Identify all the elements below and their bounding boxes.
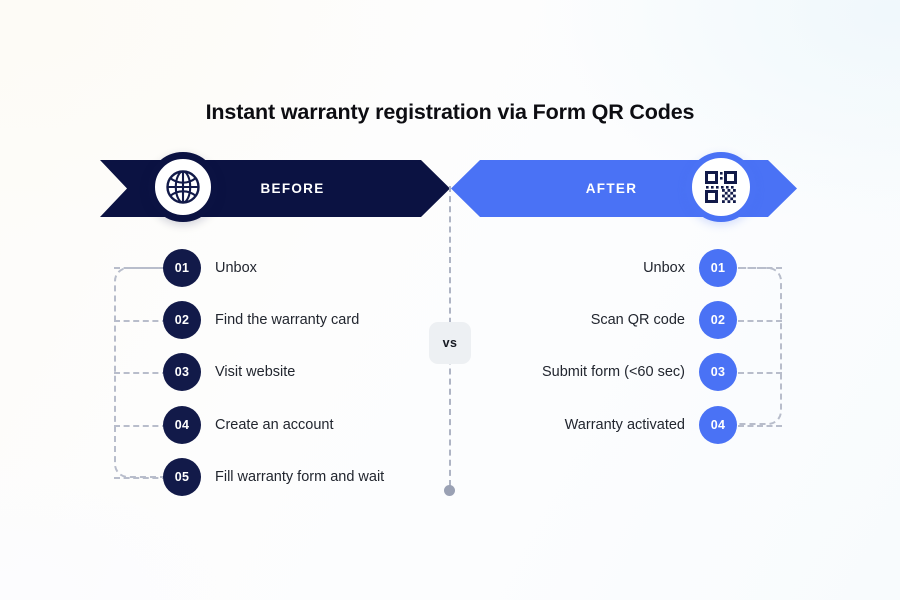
- after-tick: [700, 267, 782, 269]
- step-number: 04: [163, 406, 201, 444]
- step-number: 04: [699, 406, 737, 444]
- before-tick: [114, 372, 168, 374]
- step-number: 03: [699, 353, 737, 391]
- step-label: Warranty activated: [564, 417, 685, 433]
- step-number: 02: [699, 301, 737, 339]
- before-tick: [114, 267, 168, 269]
- step-label: Unbox: [643, 260, 685, 276]
- before-step: 05 Fill warranty form and wait: [163, 458, 563, 496]
- before-tick: [114, 425, 168, 427]
- step-label: Find the warranty card: [215, 312, 360, 328]
- step-label: Submit form (<60 sec): [541, 364, 685, 380]
- step-label: Create an account: [215, 417, 334, 433]
- after-banner-label: AFTER: [585, 181, 638, 196]
- step-number: 05: [163, 458, 201, 496]
- before-step: 04 Create an account: [163, 406, 563, 444]
- step-label: Visit website: [215, 364, 296, 380]
- qr-code-icon: [686, 152, 756, 222]
- after-step: 04 Warranty activated: [360, 406, 737, 444]
- step-label: Fill warranty form and wait: [215, 469, 385, 485]
- step-number: 03: [163, 353, 201, 391]
- after-bracket: [700, 267, 782, 425]
- after-step: 03 Submit form (<60 sec): [360, 353, 737, 391]
- before-tick: [114, 477, 168, 479]
- after-step: 01 Unbox: [360, 249, 737, 287]
- before-tick: [114, 320, 168, 322]
- vs-badge: vs: [429, 322, 471, 364]
- after-tick: [700, 320, 782, 322]
- after-step: 02 Scan QR code: [360, 301, 737, 339]
- step-label: Scan QR code: [590, 312, 685, 328]
- vs-divider-dot: [444, 485, 455, 496]
- step-number: 01: [163, 249, 201, 287]
- step-number: 02: [163, 301, 201, 339]
- before-step: 02 Find the warranty card: [163, 301, 563, 339]
- page-title: Instant warranty registration via Form Q…: [205, 100, 695, 124]
- after-tick: [700, 425, 782, 427]
- before-banner-label: BEFORE: [260, 181, 325, 196]
- globe-icon: [148, 152, 218, 222]
- step-label: Unbox: [215, 260, 257, 276]
- before-step: 03 Visit website: [163, 353, 563, 391]
- before-step: 01 Unbox: [163, 249, 563, 287]
- step-number: 01: [699, 249, 737, 287]
- after-tick: [700, 372, 782, 374]
